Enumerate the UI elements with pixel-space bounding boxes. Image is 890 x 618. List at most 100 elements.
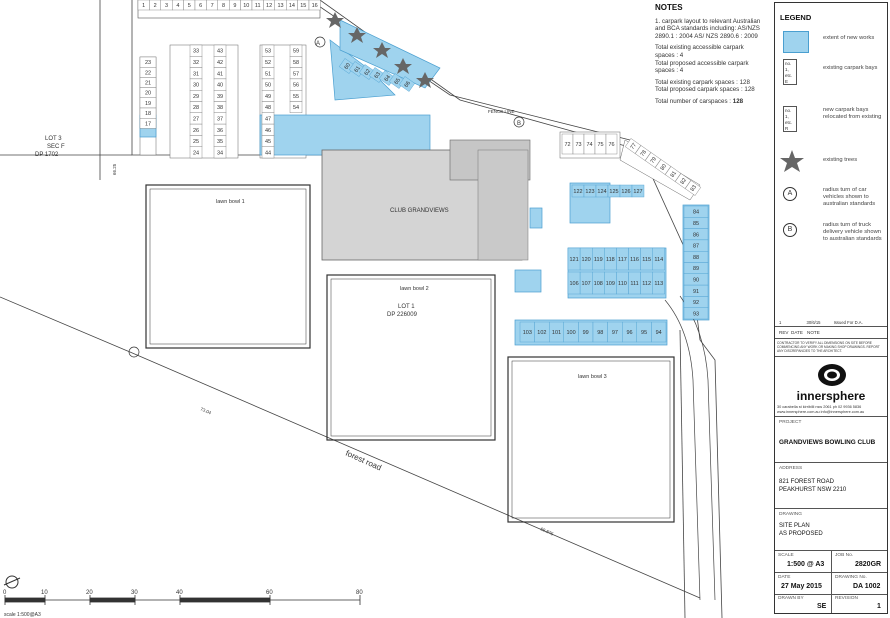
revision-label: REVISION xyxy=(835,596,858,601)
drawing-label: DRAWING xyxy=(779,512,803,517)
revision-header: REV DATE NOTE xyxy=(775,327,887,339)
parking-bay xyxy=(308,0,321,11)
notes-panel: NOTES 1. carpark layout to relevant Aust… xyxy=(655,4,765,110)
bay-number: 46 xyxy=(265,128,271,134)
scale-tick: 60 xyxy=(266,590,273,596)
bay-number: 50 xyxy=(265,83,271,89)
legend-reloc-symbol: no. 1, etc. R xyxy=(783,106,797,132)
bay-number: 55 xyxy=(293,94,299,100)
bay-number: 58 xyxy=(293,60,299,66)
bay-number: 72 xyxy=(564,142,570,148)
bay-number: 43 xyxy=(217,49,223,55)
bay-number: 9 xyxy=(233,3,236,9)
bay-number: 103 xyxy=(523,330,532,336)
parking-bay xyxy=(654,159,672,175)
bay-number: 39 xyxy=(217,94,223,100)
address-line1: 821 FOREST ROAD xyxy=(779,479,834,485)
firm-logo-section: innersphere 30 carabella st kirribilli n… xyxy=(775,357,887,417)
bay-number: 60 xyxy=(344,62,352,70)
bay-number: 26 xyxy=(193,128,199,134)
bay-number: 124 xyxy=(597,189,606,195)
bay-number: 30 xyxy=(193,83,199,89)
bay-number: 93 xyxy=(693,311,699,317)
parking-bay xyxy=(634,145,652,161)
bay-number: 36 xyxy=(217,128,223,134)
drawing-section: DRAWING SITE PLAN AS PROPOSED xyxy=(775,509,887,551)
bay-number: 33 xyxy=(193,49,199,55)
north-arrow-icon xyxy=(3,575,21,589)
parking-bay xyxy=(213,146,227,159)
date-header: DATE xyxy=(791,330,803,335)
notes-heading: NOTES xyxy=(655,3,683,12)
legend-relocated-text: new carpark bays relocated from existing xyxy=(823,107,882,120)
bay-number: 19 xyxy=(145,101,151,107)
revision-note: Issued For D.A. xyxy=(833,320,863,325)
bay-number: 109 xyxy=(606,281,615,287)
parking-bay xyxy=(261,146,275,159)
legend-section: LEGEND extent of new works no. 1, etc. E… xyxy=(775,3,887,327)
bay-number: 101 xyxy=(552,330,561,336)
parking-bay xyxy=(644,152,662,168)
bay-number: 65 xyxy=(394,77,402,85)
bay-number: 66 xyxy=(404,80,412,88)
parking-bay xyxy=(684,180,702,196)
bay-number: 7 xyxy=(211,3,214,9)
bay-number: 18 xyxy=(145,111,151,117)
bay-number: 80 xyxy=(660,163,668,171)
address-line2: PEAKHURST NSW 2210 xyxy=(779,487,847,493)
address-section: ADDRESS 821 FOREST ROAD PEAKHURST NSW 22… xyxy=(775,463,887,509)
bay-number: 107 xyxy=(582,281,591,287)
bay-number: 44 xyxy=(265,150,271,156)
parking-bay xyxy=(139,117,157,129)
scale-tick: 40 xyxy=(176,590,183,596)
project-section: PROJECT GRANDVIEWS BOWLING CLUB xyxy=(775,417,887,463)
parking-bay xyxy=(674,173,692,189)
parking-bay xyxy=(631,184,645,198)
scale-ticks: 0 10 20 30 40 60 80 xyxy=(3,590,363,596)
legend-a-text: radius turn of car vehicles shown to aus… xyxy=(823,187,876,207)
legend-b-text: radius turn of truck delivery vehicle sh… xyxy=(823,222,882,242)
project-label: PROJECT xyxy=(779,420,802,425)
bay-number: 94 xyxy=(656,330,662,336)
radius-b-marker: B xyxy=(517,121,521,127)
disclaimer: CONTRACTOR TO VERIFY ALL DIMENSIONS ON S… xyxy=(775,339,887,357)
bay-number: 79 xyxy=(650,156,658,164)
driveway xyxy=(664,295,716,601)
lot3-label: LOT 3 xyxy=(45,136,62,142)
lawn-bowl-3-label: lawn bowl 3 xyxy=(578,374,607,380)
legend-new-works-text: extent of new works xyxy=(823,35,875,41)
note-total-spaces: Total number of carspaces : 128 xyxy=(655,98,765,106)
bay-number: 123 xyxy=(585,189,594,195)
bay-number: 63 xyxy=(374,71,382,79)
drawnby-revision-row: DRAWN BY SE REVISION 1 xyxy=(775,595,887,613)
bay-number: 45 xyxy=(265,139,271,145)
firm-address: 30 carabella st kirribilli nsw 2061 ph 0… xyxy=(777,405,862,409)
radius-a-marker: A xyxy=(316,41,320,47)
bay-number: 48 xyxy=(265,105,271,111)
bay-number: 90 xyxy=(693,277,699,283)
address-label: ADDRESS xyxy=(779,466,803,471)
bay-number: 5 xyxy=(188,3,191,9)
scale-tick: 0 xyxy=(3,590,7,596)
bay-number: 57 xyxy=(293,71,299,77)
scale-tick: 10 xyxy=(41,590,48,596)
parking-bay xyxy=(652,247,666,271)
firm-email: www.innersphere.com.au info@innersphere.… xyxy=(777,410,865,414)
bay-number: 121 xyxy=(569,257,578,263)
bay-number: 17 xyxy=(145,121,151,127)
legend-a-symbol: A xyxy=(783,187,797,201)
bay-number: 10 xyxy=(243,3,249,9)
bay-number: 102 xyxy=(537,330,546,336)
bay-number: 53 xyxy=(265,49,271,55)
bay-number: 1 xyxy=(142,3,145,9)
project-value: GRANDVIEWS BOWLING CLUB xyxy=(779,439,876,446)
bay-number: 74 xyxy=(586,142,592,148)
bay-number: 114 xyxy=(654,257,663,263)
note-proposed-spaces: Total proposed carpark spaces : 128 xyxy=(655,86,755,94)
bay-number: 49 xyxy=(265,94,271,100)
existing-trees xyxy=(326,12,434,88)
bay-number: 88 xyxy=(693,255,699,261)
fence-line-label: FENCE LINE xyxy=(488,109,515,114)
parking-bay xyxy=(624,138,642,154)
